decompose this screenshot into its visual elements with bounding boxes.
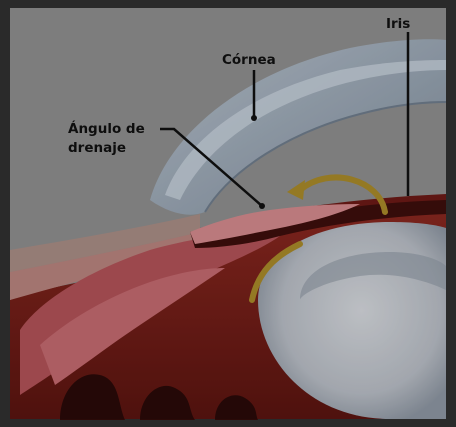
dim-overlay — [10, 8, 446, 419]
